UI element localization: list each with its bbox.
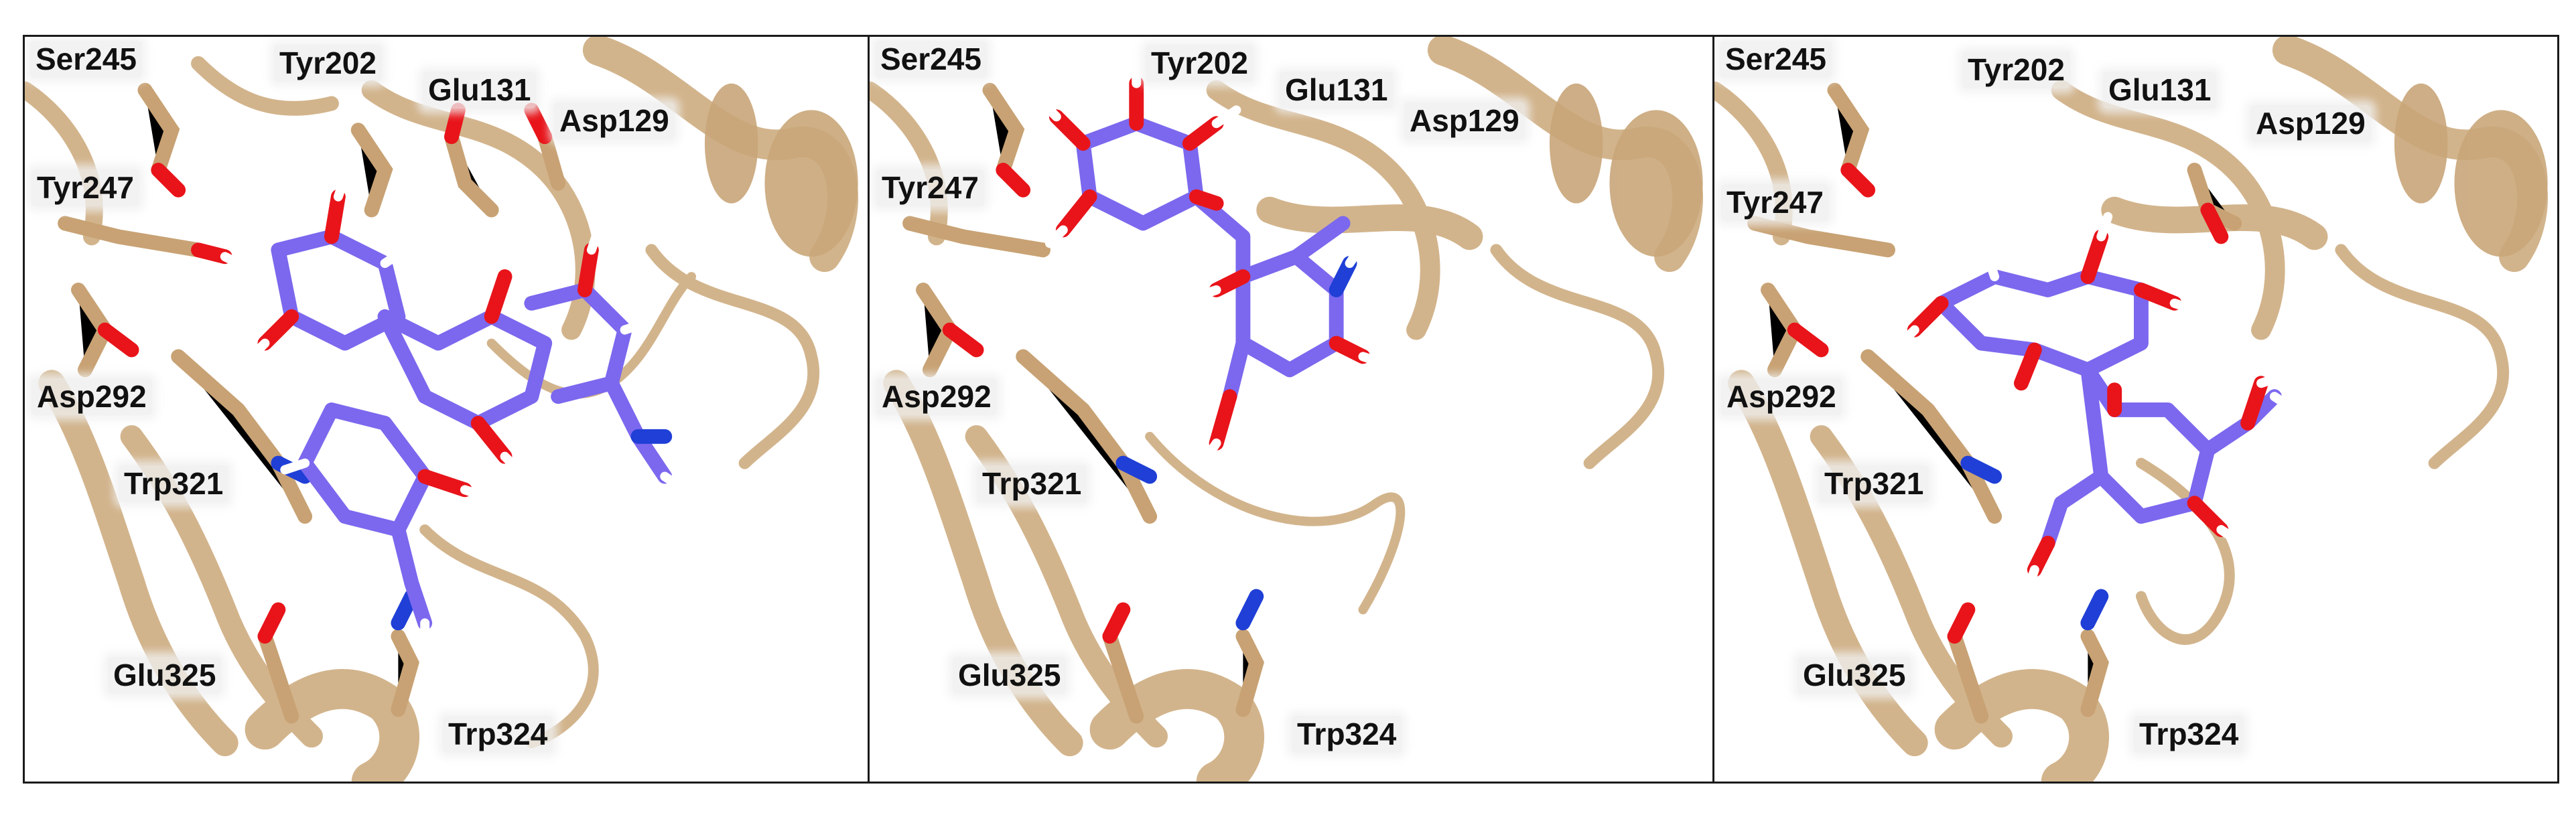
label-ser245: Ser245 — [875, 41, 987, 78]
protein-ribbons — [870, 37, 1703, 782]
label-ser245: Ser245 — [1720, 41, 1832, 78]
label-asp292: Asp292 — [876, 378, 997, 415]
hydrogens — [1038, 58, 1388, 468]
label-glu325: Glu325 — [953, 657, 1067, 694]
label-trp324: Trp324 — [2134, 716, 2244, 753]
label-trp321: Trp321 — [119, 465, 229, 502]
label-asp129: Asp129 — [554, 102, 675, 139]
label-trp324: Trp324 — [1292, 716, 1402, 753]
label-tyr247: Tyr247 — [31, 169, 139, 206]
panel-right: Ser245 Tyr202 Glu131 Asp129 Tyr247 Asp29… — [1712, 35, 2559, 784]
molecular-render-left — [25, 37, 858, 782]
label-tyr247: Tyr247 — [876, 169, 984, 206]
label-ser245: Ser245 — [30, 41, 142, 78]
protein-helix — [1549, 83, 1703, 257]
label-tyr202: Tyr202 — [274, 45, 382, 82]
protein-helix — [704, 83, 858, 257]
label-trp321: Trp321 — [1819, 465, 1929, 502]
residue-sticks — [1747, 82, 2242, 724]
ligand — [1907, 229, 2282, 577]
label-glu131: Glu131 — [2103, 72, 2217, 108]
label-asp292: Asp292 — [1721, 378, 1842, 415]
label-asp129: Asp129 — [2250, 105, 2371, 142]
label-asp292: Asp292 — [31, 378, 152, 415]
protein-helix — [2394, 83, 2548, 257]
label-tyr202: Tyr202 — [1962, 52, 2070, 88]
label-trp321: Trp321 — [977, 465, 1087, 502]
hydrogens — [1896, 212, 2299, 595]
label-tyr202: Tyr202 — [1146, 45, 1253, 82]
label-tyr247: Tyr247 — [1721, 184, 1829, 221]
label-glu131: Glu131 — [1280, 72, 1394, 108]
label-glu131: Glu131 — [423, 72, 537, 108]
molecular-render-middle — [870, 37, 1703, 782]
ligand — [1048, 76, 1371, 451]
residue-sticks — [58, 82, 566, 724]
label-glu325: Glu325 — [1798, 657, 1911, 694]
label-glu325: Glu325 — [108, 657, 222, 694]
label-asp129: Asp129 — [1404, 102, 1525, 139]
label-trp324: Trp324 — [443, 716, 553, 753]
panel-left: Ser245 Tyr202 Glu131 Asp129 Tyr247 Asp29… — [23, 35, 870, 784]
panel-middle: Ser245 Tyr202 Glu131 Asp129 Tyr247 Asp29… — [868, 35, 1714, 784]
hydrogens — [220, 171, 690, 648]
